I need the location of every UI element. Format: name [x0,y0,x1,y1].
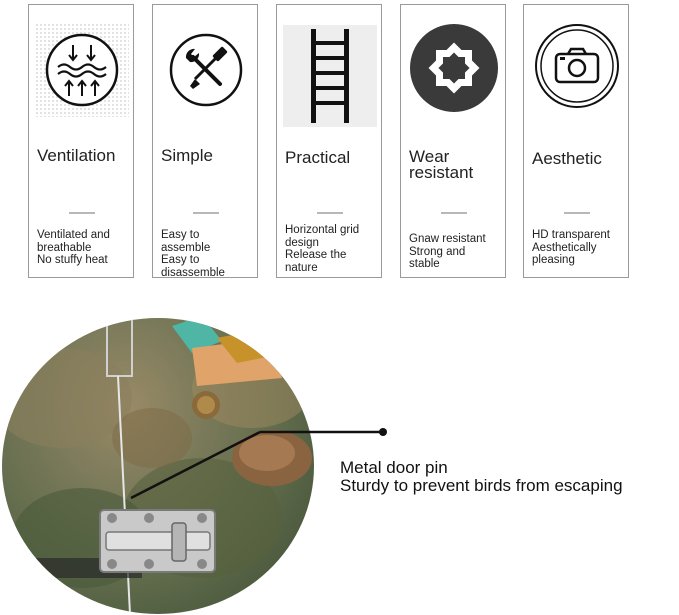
feature-card-ventilation: Ventilation Ventilated and breathable No… [28,4,134,278]
callout-text: Metal door pin Sturdy to prevent birds f… [340,459,623,495]
feature-card-aesthetic: Aesthetic HD transparent Aesthetically p… [523,4,629,278]
octagram-icon [407,21,501,115]
callout-subtitle: Sturdy to prevent birds from escaping [340,476,623,495]
camera-icon [530,19,624,113]
divider [564,212,590,214]
feature-description: Easy to assemble Easy to disassemble [161,229,225,279]
feature-description: Ventilated and breathable No stuffy heat [37,229,110,266]
feature-title: Simple [161,146,213,165]
divider [317,212,343,214]
feature-title: Aesthetic [532,149,602,168]
feature-description: HD transparent Aesthetically pleasing [532,229,610,266]
wrench-screwdriver-icon [159,23,253,117]
feature-description: Horizontal grid design Release the natur… [285,224,360,274]
divider [193,212,219,214]
feature-card-simple: Simple Easy to assemble Easy to disassem… [152,4,258,279]
door-pin-photo [2,318,314,614]
ladder-icon [283,25,377,127]
feature-card-wear-resistant: Wear resistant Gnaw resistant Strong and… [400,4,506,278]
feature-card-practical: Practical Horizontal grid design Release… [276,4,382,278]
feature-title: Ventilation [37,146,116,165]
feature-title: Wear resistant [409,147,474,182]
divider [69,212,95,214]
feature-description: Gnaw resistant Strong and stable [409,233,486,270]
airflow-icon [35,23,129,117]
callout-title: Metal door pin [340,458,448,477]
divider [441,212,467,214]
feature-title: Practical [285,148,351,167]
